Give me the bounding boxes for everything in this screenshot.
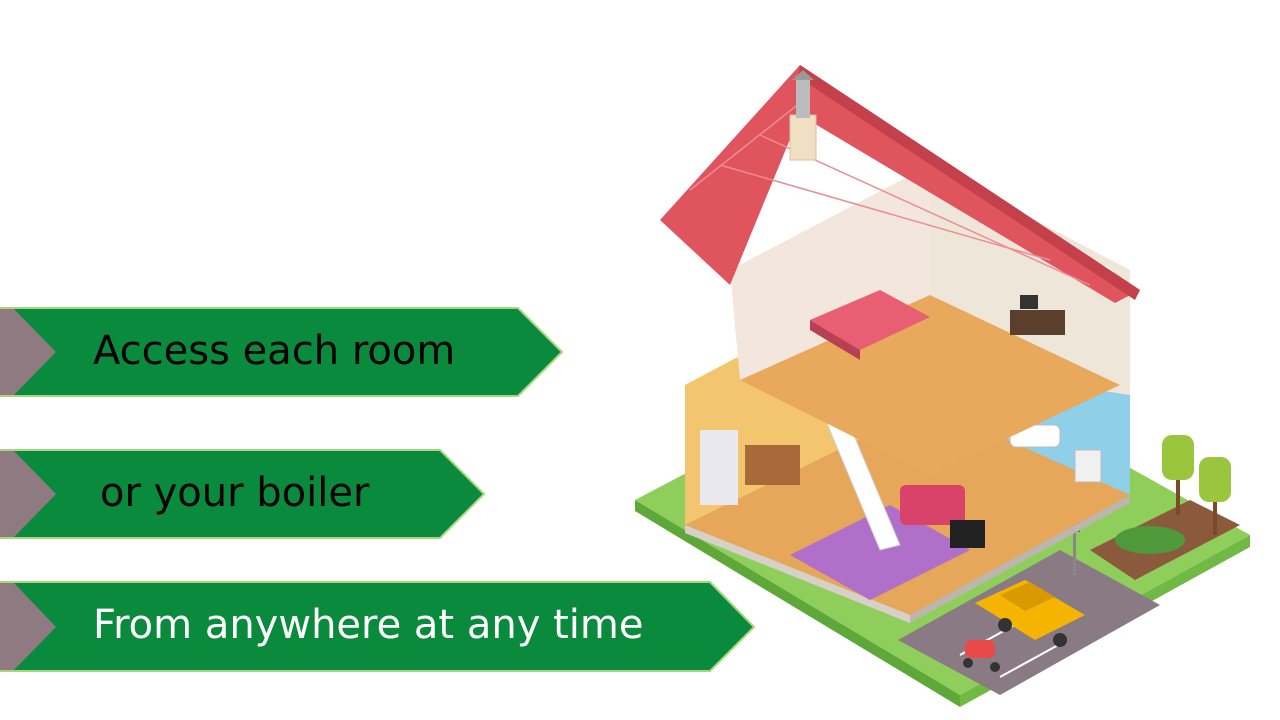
banner-from-anywhere: From anywhere at any time [0, 581, 760, 672]
banner-shape [0, 449, 486, 539]
scooter-icon [963, 640, 1000, 672]
tv-icon [950, 520, 985, 548]
banner-label: From anywhere at any time [93, 602, 644, 648]
banner-shape [0, 581, 756, 672]
chevron-right-icon [0, 451, 56, 537]
banner-label: or your boiler [100, 470, 370, 516]
bed-icon [810, 290, 930, 350]
sofa-icon [900, 485, 965, 525]
chevron-right-icon [0, 583, 56, 670]
house-cutaway-illustration [635, 65, 1250, 707]
banner-or-your-boiler: or your boiler [0, 449, 490, 539]
banner-shape [0, 307, 564, 397]
chevron-right-icon [0, 309, 56, 395]
banner-access-each-room: Access each room [0, 307, 565, 397]
roof [660, 65, 1140, 303]
fridge-icon [700, 430, 738, 505]
banner-label: Access each room [93, 328, 456, 374]
chimney [789, 114, 817, 161]
washer-icon [1074, 449, 1102, 483]
tree-icon [1199, 457, 1231, 535]
tree-icon [1162, 435, 1194, 515]
car-icon [975, 580, 1085, 647]
desk-icon [1010, 310, 1065, 335]
